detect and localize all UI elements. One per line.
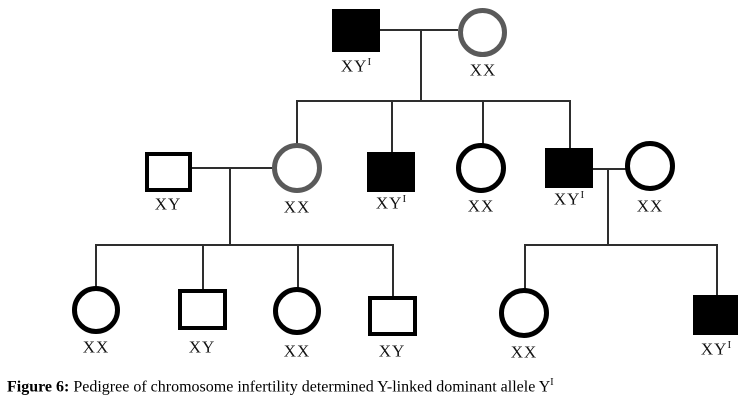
child-drop-III-5 [524,244,526,289]
child-drop-II-2 [296,100,298,144]
individual-III-4-male [368,296,417,336]
genotype-label-II-3: XYI [375,193,407,213]
descent-line-gen2-left [229,167,231,245]
individual-II-4-female [456,143,506,193]
individual-III-6-affected-male [693,295,738,335]
genotype-label-II-1: XY [154,194,182,214]
individual-III-2-male [178,289,227,330]
figure-caption: Figure 6: Pedigree of chromosome inferti… [7,377,737,396]
descent-line-gen1 [420,29,422,101]
descent-line-gen2-right [607,168,609,245]
genotype-label-III-2: XY [188,337,216,357]
child-drop-III-3 [297,244,299,288]
child-drop-II-4 [482,100,484,144]
genotype-label-III-3: XX [283,341,311,361]
individual-II-5-affected-male [545,148,593,188]
individual-I-1-affected-male [332,9,380,52]
individual-I-2-female [458,8,507,57]
individual-II-3-affected-male [367,152,415,192]
genotype-label-III-5: XX [510,342,538,362]
child-drop-III-4 [392,244,394,297]
genotype-label-II-4: XX [467,196,495,216]
sibship-line-gen3-right [524,244,717,246]
marriage-line-gen2-left [191,167,273,169]
figure-caption-text: Pedigree of chromosome infertility deter… [69,378,551,396]
child-drop-II-5 [569,100,571,149]
genotype-label-III-1: XX [82,337,110,357]
individual-III-5-female [499,288,549,338]
sibship-line-gen2 [296,100,571,102]
genotype-label-I-2: XX [469,60,497,80]
figure-caption-number: Figure 6: [7,378,70,396]
genotype-label-I-1: XYI [340,56,372,76]
individual-II-6-female [625,141,675,191]
marriage-line-gen1 [380,29,458,31]
individual-III-3-female [273,287,321,335]
genotype-label-II-2: XX [283,197,311,217]
individual-III-1-female [72,286,120,334]
genotype-label-III-6: XYI [700,339,732,359]
figure-caption-superscript: I [550,377,554,388]
sibship-line-gen3-left [95,244,393,246]
child-drop-III-6 [716,244,718,296]
child-drop-III-1 [95,244,97,287]
child-drop-III-2 [202,244,204,290]
individual-II-2-female [272,143,322,193]
individual-II-1-male [145,152,192,192]
genotype-label-III-4: XY [378,341,406,361]
genotype-label-II-5: XYI [553,189,585,209]
marriage-line-gen2-right [592,168,626,170]
child-drop-II-3 [391,100,393,153]
genotype-label-II-6: XX [636,196,664,216]
